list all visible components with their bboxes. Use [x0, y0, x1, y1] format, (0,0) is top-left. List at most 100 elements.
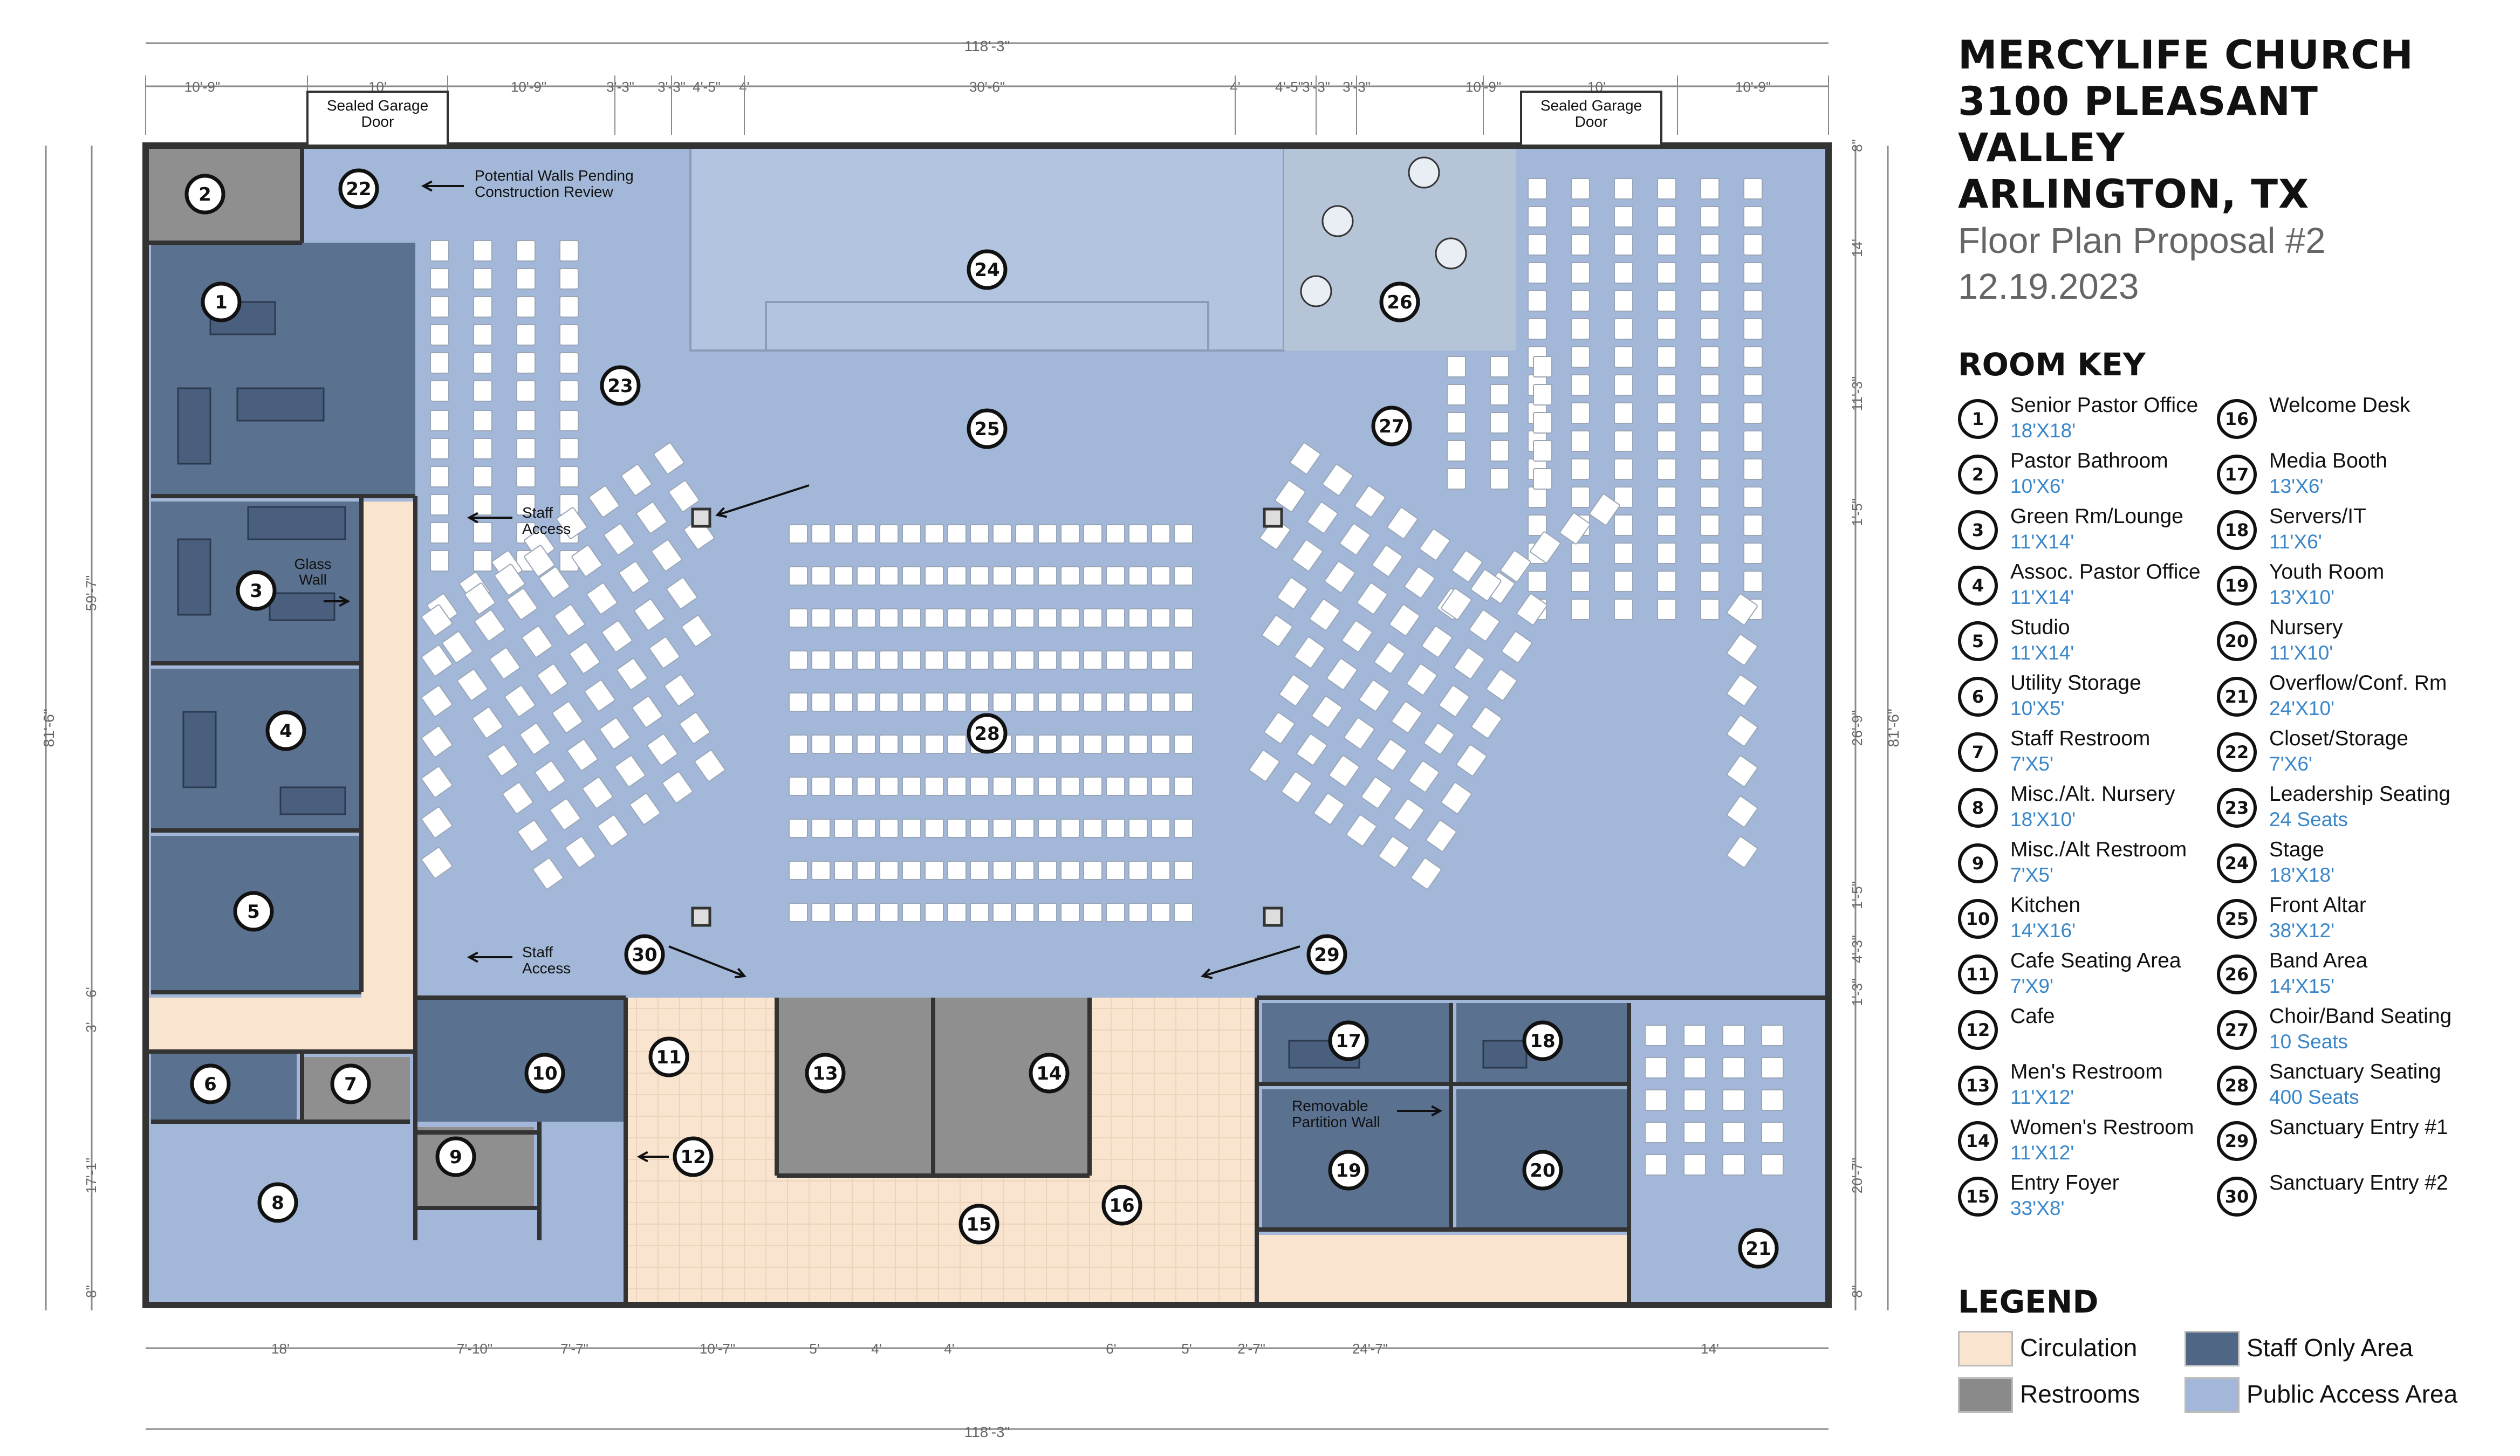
sanctuary-seat: [879, 692, 899, 712]
choir-seat: [1743, 571, 1763, 592]
seat-shape: [1038, 861, 1057, 880]
sanctuary-seat: [811, 608, 831, 628]
sanctuary-seat: [1015, 524, 1035, 544]
choir-seat: [1528, 571, 1547, 592]
sanctuary-seat: [902, 861, 921, 880]
dimension-text: 10'-9": [1735, 79, 1771, 95]
dimension-text: 4': [871, 1341, 881, 1357]
seat-shape: [1060, 650, 1080, 670]
sanctuary-seat: [857, 524, 876, 544]
seat-shape: [1341, 620, 1373, 653]
room-size: 10 Seats: [2269, 1031, 2348, 1053]
seat-shape: [621, 464, 652, 496]
sanctuary-seat: [834, 692, 853, 712]
seat-shape: [1700, 234, 1720, 256]
seat-shape: [1614, 206, 1633, 228]
seat-shape: [992, 777, 1012, 796]
seat-shape: [902, 692, 921, 712]
seat-shape: [1423, 723, 1455, 755]
furniture-piece: [177, 538, 211, 616]
seat-shape: [1700, 290, 1720, 312]
choir-seat: [1700, 458, 1720, 480]
dimension-text: 4'-5": [693, 79, 721, 95]
badge-circle: [201, 281, 242, 322]
sanctuary-seat: [857, 608, 876, 628]
badge-circle: [1101, 1185, 1142, 1226]
room-number-badge: 24: [2217, 843, 2257, 883]
room-name: Staff Restroom: [2010, 727, 2151, 750]
choir-seat: [1490, 440, 1509, 462]
seat-shape: [517, 820, 549, 852]
room-name: Women's Restroom: [2010, 1116, 2194, 1139]
choir-seat: [1571, 458, 1590, 480]
room-number-badge: 21: [2217, 677, 2257, 717]
badge-number: 5: [247, 901, 260, 923]
sanctuary-seat: [992, 608, 1012, 628]
sanctuary-seat: [506, 588, 538, 620]
seat-shape: [925, 734, 944, 754]
sanctuary-seat: [1346, 814, 1377, 847]
overflow-seat: [1722, 1025, 1745, 1046]
sanctuary-seat: [902, 903, 921, 922]
badge-number: 17: [1336, 1031, 1361, 1052]
choir-seat: [1571, 178, 1590, 200]
badge-circle: [190, 1063, 231, 1104]
badge-number: 8: [271, 1192, 284, 1214]
sanctuary-seat: [1038, 819, 1057, 838]
badge-circle: [257, 1182, 298, 1223]
seat-shape: [1249, 750, 1280, 782]
sanctuary-seat: [902, 734, 921, 754]
seat-shape: [857, 608, 876, 628]
room-name: Media Booth: [2269, 449, 2387, 472]
seat-shape: [947, 608, 967, 628]
badge-circle: [265, 710, 306, 751]
badge-number: 26: [1387, 292, 1412, 313]
badge-number: 4: [279, 720, 292, 742]
sanctuary-seat: [1128, 650, 1148, 670]
seat-shape: [1743, 206, 1763, 228]
choir-seat: [1533, 440, 1552, 462]
sanctuary-seat: [1060, 566, 1080, 586]
sanctuary-seat: [1106, 524, 1125, 544]
sanctuary-seat: [879, 777, 899, 796]
seat-shape: [879, 608, 899, 628]
seat-shape: [1571, 346, 1590, 368]
sanctuary-seat: [666, 577, 697, 609]
badge-circle: [967, 408, 1008, 449]
seat-shape: [947, 903, 967, 922]
garage-door-label: Sealed Garage: [1540, 97, 1642, 114]
sanctuary-seat: [1151, 650, 1170, 670]
room-badge-23: 23: [600, 365, 641, 406]
seat-shape: [1657, 514, 1676, 536]
sanctuary-seat: [879, 903, 899, 922]
sanctuary-seat: [1106, 692, 1125, 712]
seat-shape: [925, 903, 944, 922]
sanctuary-seat: [789, 650, 808, 670]
sanctuary-seat: [1451, 550, 1483, 582]
seat-shape: [1391, 701, 1422, 733]
seat-shape: [1106, 819, 1125, 838]
seat-shape: [1571, 374, 1590, 396]
sanctuary-seat: [789, 903, 808, 922]
room-badge-3: 3: [236, 570, 277, 611]
seat-shape: [516, 352, 536, 374]
room-number-badge: 30: [2217, 1177, 2257, 1217]
seat-shape: [473, 410, 492, 431]
choir-seat: [1700, 206, 1720, 228]
sanctuary-seat: [1038, 524, 1057, 544]
seat-shape: [947, 819, 967, 838]
seat-shape: [925, 566, 944, 586]
seat-shape: [1456, 744, 1487, 777]
badge-circle: [1738, 1228, 1779, 1269]
choir-seat: [1743, 430, 1763, 452]
seat-shape: [789, 566, 808, 586]
seat-shape: [925, 650, 944, 670]
seat-shape: [1151, 692, 1170, 712]
room-badge-20: 20: [1522, 1150, 1563, 1191]
sanctuary-seat: [1060, 861, 1080, 880]
room-name: Sanctuary Entry #2: [2269, 1171, 2448, 1194]
seat-shape: [1454, 647, 1485, 679]
seat-shape: [1614, 430, 1633, 452]
seat-shape: [489, 647, 521, 679]
room-size: 7'X5': [2010, 864, 2053, 886]
